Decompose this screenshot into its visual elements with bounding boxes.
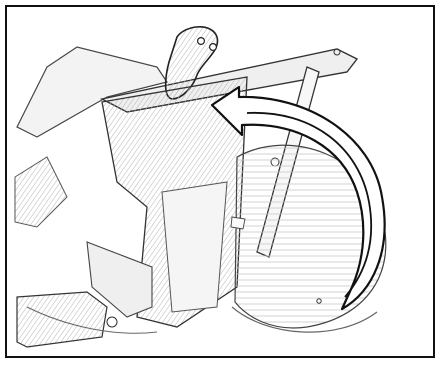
slicer-line-drawing <box>7 7 435 358</box>
machine-base <box>17 242 157 347</box>
illustration-frame <box>5 5 435 358</box>
